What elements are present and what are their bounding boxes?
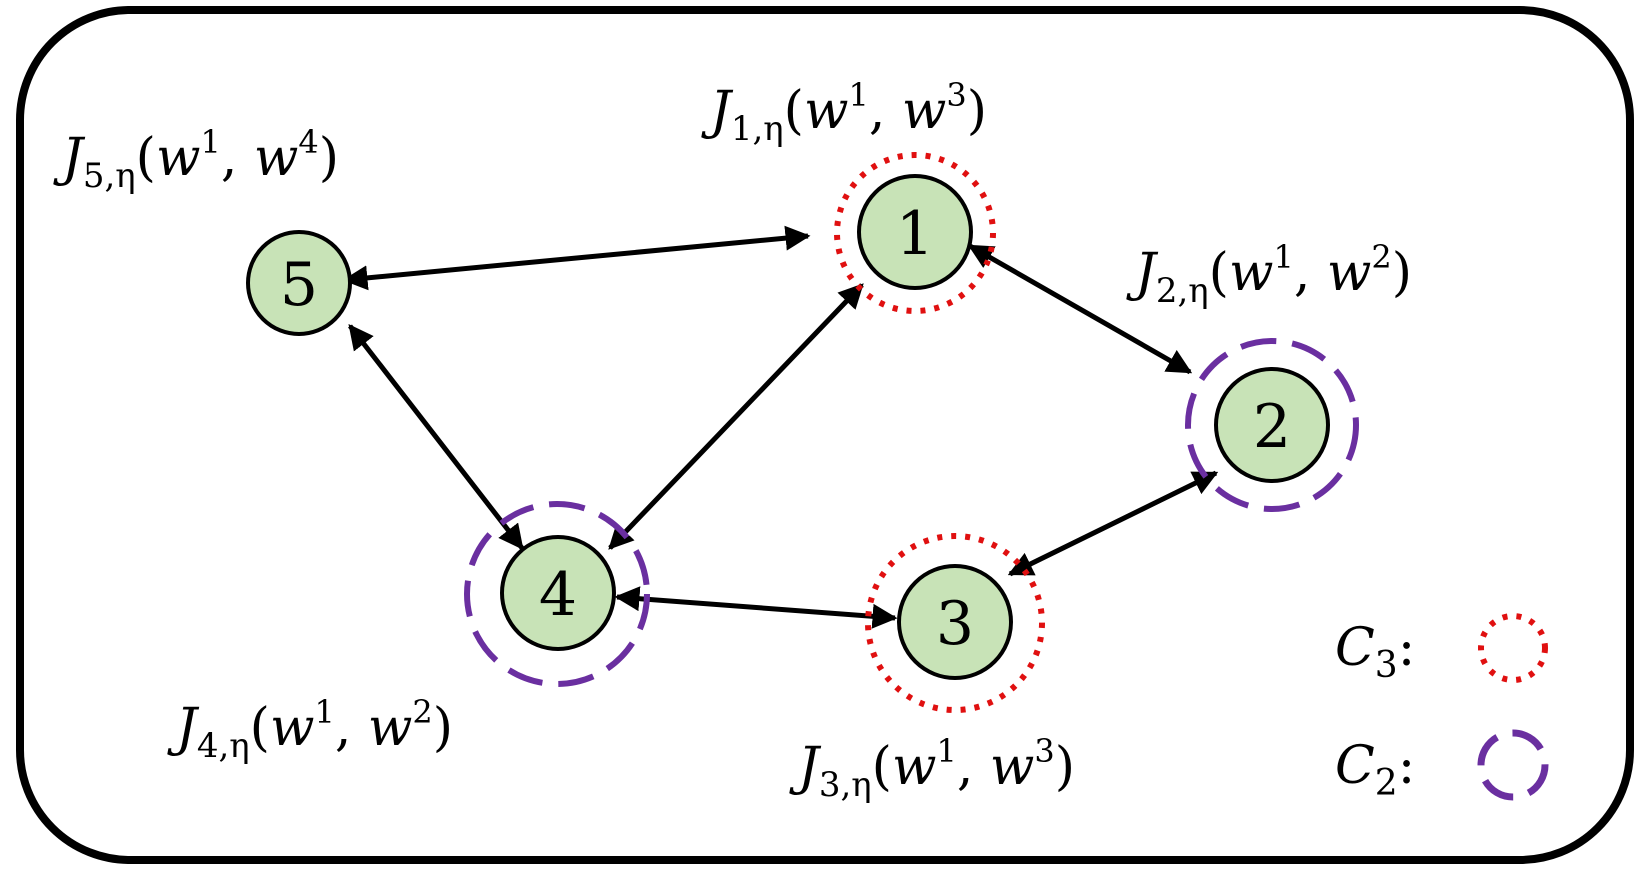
j-subscript: 4,η	[197, 726, 250, 766]
arg-var-b: w	[254, 128, 299, 188]
node-label: 1	[896, 199, 934, 269]
paren-open: (	[784, 81, 804, 141]
paren-close: )	[967, 81, 987, 141]
arg-var-a: w	[892, 737, 937, 797]
arg-sup-a: 1	[936, 732, 956, 770]
c2-ring-node-2	[1185, 338, 1359, 512]
j-subscript: 5,η	[83, 156, 136, 196]
paren-close: )	[319, 128, 339, 188]
comma: ,	[1294, 243, 1327, 303]
legend-label-c2: C2:	[1335, 736, 1415, 804]
arg-sup-a: 1	[314, 693, 334, 731]
c3-ring-node-1	[834, 152, 996, 314]
legend-c3-swatch	[1478, 613, 1548, 683]
arg-var-b: w	[990, 737, 1035, 797]
edge-1-2	[967, 243, 1193, 375]
arg-sup-b: 4	[298, 123, 318, 161]
arg-sup-b: 3	[946, 76, 966, 114]
node-label: 2	[1253, 392, 1291, 462]
node-1: 1	[857, 174, 973, 290]
arg-sup-b: 2	[1371, 238, 1391, 276]
node-label: 4	[539, 560, 577, 630]
j-subscript: 1,η	[731, 109, 784, 149]
paren-close: )	[433, 698, 453, 758]
arg-var-b: w	[1327, 243, 1372, 303]
node-2: 2	[1214, 367, 1330, 483]
c3-ring-node-3	[865, 533, 1045, 713]
node-label: 5	[280, 250, 318, 320]
edge-5-1	[342, 225, 811, 291]
edge-1-4	[608, 283, 864, 550]
edge-5-4	[348, 324, 524, 550]
cost-label-node-1: J1,η(w1, w3)	[701, 76, 987, 149]
paren-close: )	[1392, 243, 1412, 303]
j-subscript: 3,η	[819, 765, 872, 805]
comma: ,	[335, 698, 368, 758]
arg-sup-a: 1	[1273, 238, 1293, 276]
arg-var-a: w	[1229, 243, 1274, 303]
node-5: 5	[246, 230, 352, 336]
legend-item-c3: C3:	[1335, 613, 1548, 686]
paren-open: (	[250, 698, 270, 758]
arg-sup-b: 3	[1034, 732, 1054, 770]
cost-label-node-5: J5,η(w1, w4)	[53, 123, 339, 196]
arg-sup-a: 1	[848, 76, 868, 114]
group-rings	[464, 152, 1359, 713]
legend-symbol: C	[1335, 736, 1375, 796]
edges-group	[342, 225, 1219, 629]
legend-separator: :	[1398, 618, 1416, 678]
comma: ,	[221, 128, 254, 188]
comma: ,	[869, 81, 902, 141]
j-subscript: 2,η	[1156, 271, 1209, 311]
cost-label-node-3: J3,η(w1, w3)	[789, 732, 1075, 805]
legend-c2-swatch	[1477, 729, 1549, 801]
node-4: 4	[500, 535, 616, 651]
arg-var-a: w	[270, 698, 315, 758]
c2-ring-node-4	[464, 501, 650, 687]
edge-2-3	[1007, 470, 1219, 577]
paren-open: (	[1209, 243, 1229, 303]
legend-subscript: 2	[1375, 763, 1398, 804]
arg-var-b: w	[368, 698, 413, 758]
cost-label-node-4: J4,η(w1, w2)	[167, 693, 453, 766]
arg-var-a: w	[804, 81, 849, 141]
legend-subscript: 3	[1375, 645, 1398, 686]
legend-label-c3: C3:	[1335, 618, 1415, 686]
node-circle	[857, 174, 973, 290]
node-circle	[897, 564, 1013, 680]
legend-separator: :	[1398, 736, 1416, 796]
node-3: 3	[897, 564, 1013, 680]
arg-sup-b: 2	[412, 693, 432, 731]
node-circle	[500, 535, 616, 651]
comma: ,	[957, 737, 990, 797]
node-label: 3	[936, 589, 974, 659]
legend-item-c2: C2:	[1335, 729, 1549, 804]
paren-open: (	[136, 128, 156, 188]
paren-open: (	[872, 737, 892, 797]
arg-var-b: w	[902, 81, 947, 141]
arg-sup-a: 1	[200, 123, 220, 161]
legend-symbol: C	[1335, 618, 1375, 678]
arg-var-a: w	[156, 128, 201, 188]
edge-4-3	[614, 586, 898, 629]
paren-close: )	[1055, 737, 1075, 797]
legend: C3: C2:	[1335, 613, 1549, 804]
node-circle	[246, 230, 352, 336]
node-circle	[1214, 367, 1330, 483]
